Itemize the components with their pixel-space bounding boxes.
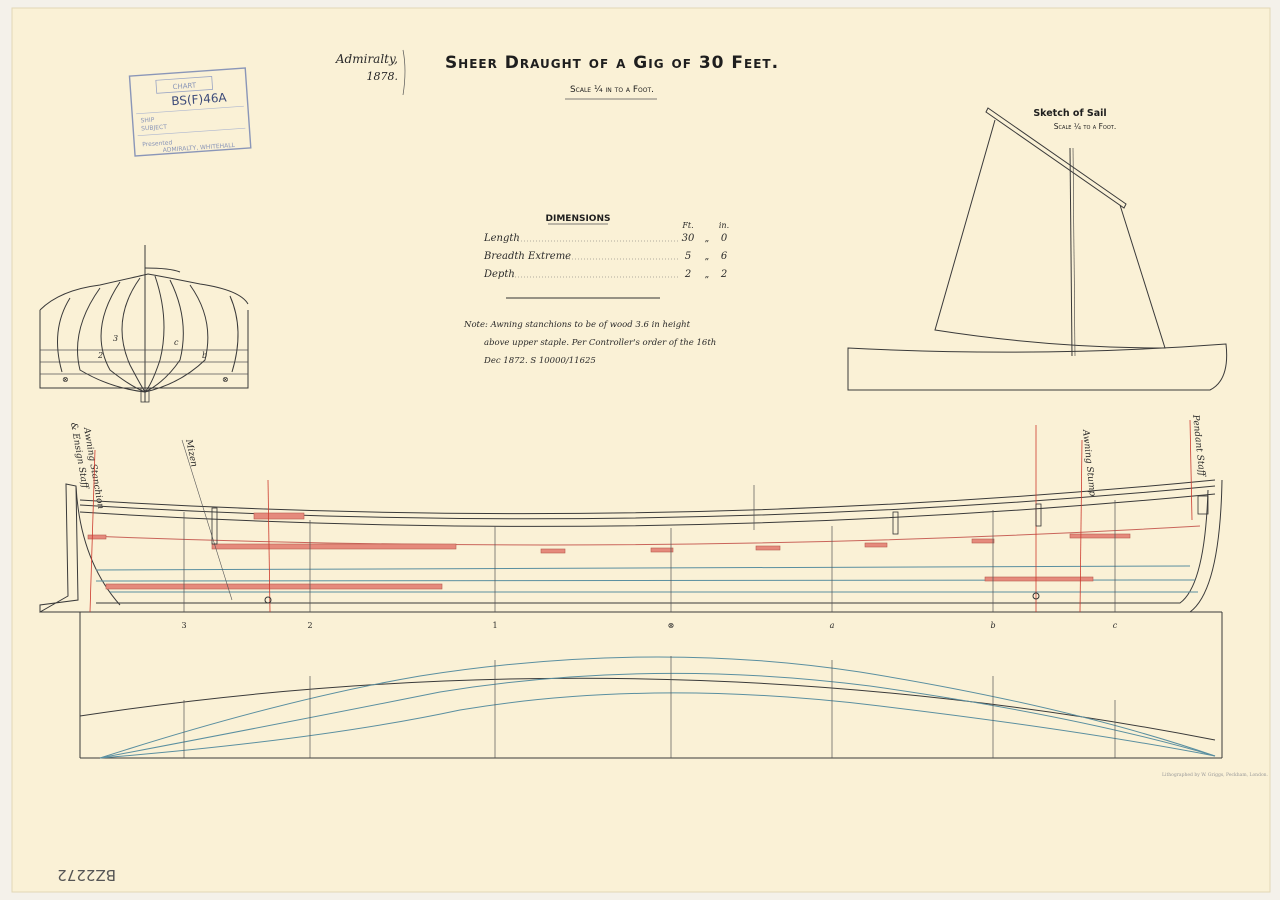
gunwale-curve xyxy=(39,273,249,311)
station-mid: ⊗ xyxy=(668,621,675,630)
scale-text: Scale ¼ in to a Foot. xyxy=(570,85,654,95)
bp-label-x2: ⊗ xyxy=(222,375,229,384)
dim-ft: 5 xyxy=(685,251,691,262)
dim-label: Breadth Extreme xyxy=(483,251,571,262)
dim-in: 0 xyxy=(721,233,728,244)
keel-line xyxy=(80,479,1223,613)
dim-row-breadth: Breadth Extreme 5 „ 6 xyxy=(483,251,728,262)
dim-in: 2 xyxy=(720,269,727,280)
header: Admiralty, 1878. Sheer Draught of a Gig … xyxy=(335,49,779,100)
col-ft: Ft. xyxy=(681,221,693,230)
paper xyxy=(11,7,1271,893)
half-breadth-wl1 xyxy=(99,656,1216,759)
sail-title: Sketch of Sail xyxy=(1033,108,1106,119)
dim-sep: „ xyxy=(705,234,710,244)
dim-ft: 2 xyxy=(684,269,691,280)
sail-scale: Scale ¼ to a Foot. xyxy=(1054,122,1116,131)
mast xyxy=(1069,147,1073,357)
bp-label-2: 2 xyxy=(97,351,103,360)
year-text: 1878. xyxy=(367,70,399,83)
awning-note: Note: Awning stanchions to be of wood 3.… xyxy=(463,320,716,366)
col-in: in. xyxy=(719,221,729,230)
dimensions-heading: DIMENSIONS xyxy=(546,214,611,224)
brace xyxy=(402,49,406,96)
stamp-line1: CHART xyxy=(172,81,197,91)
org-text: Admiralty, xyxy=(335,52,398,66)
station-c: c xyxy=(1113,621,1118,630)
stamp-box xyxy=(155,75,214,94)
station-2: 2 xyxy=(307,621,312,630)
page-title: Sheer Draught of a Gig of 30 Feet. xyxy=(445,53,779,73)
dim-label: Length xyxy=(483,233,520,244)
station-1: 1 xyxy=(492,621,497,630)
catalogue-number: BZ2272 xyxy=(57,866,116,884)
stamp-ref: BS(F)46A xyxy=(171,90,228,108)
bottom-board xyxy=(105,583,443,590)
note-line3: Dec 1872. S 10000/11625 xyxy=(483,356,596,366)
dim-row-depth: Depth 2 „ 2 xyxy=(483,269,727,280)
dim-in: 6 xyxy=(721,251,728,262)
bp-label-c: c xyxy=(174,338,179,347)
sail-cloth xyxy=(934,119,1166,349)
thwart-line xyxy=(87,525,1201,546)
half-breadth-gunwale xyxy=(79,677,1216,741)
half-breadth-wl3 xyxy=(99,692,1216,759)
yard xyxy=(985,107,1127,209)
sheer-line-top xyxy=(79,479,1216,515)
body-plan: 3 2 c b ⊗ ⊗ xyxy=(39,245,249,403)
dim-sep: „ xyxy=(705,270,710,280)
half-breadth-plan xyxy=(79,612,1223,759)
bp-label-b: b xyxy=(202,351,207,360)
note-line1: Note: Awning stanchions to be of wood 3.… xyxy=(463,320,691,330)
dim-label: Depth xyxy=(483,269,515,280)
sail-hull xyxy=(847,343,1228,391)
dim-row-length: Length 30 „ 0 xyxy=(483,233,728,244)
station-3: 3 xyxy=(181,621,186,630)
stamp-frame xyxy=(128,67,252,157)
dim-sep: „ xyxy=(705,252,710,262)
bp-label-3: 3 xyxy=(113,334,118,343)
bp-label-x1: ⊗ xyxy=(62,375,69,384)
half-breadth-wl2 xyxy=(99,672,1216,759)
stamp-line3: SHIP xyxy=(140,116,155,124)
station-b: b xyxy=(990,621,995,630)
waterline-1 xyxy=(95,565,1191,571)
dim-ft: 30 xyxy=(682,233,695,244)
note-line2: above upper staple. Per Controller's ord… xyxy=(484,338,716,348)
imprint: Lithographed by W. Griggs, Peckham, Lond… xyxy=(1162,772,1269,778)
stamp-line5: Presented xyxy=(142,139,173,148)
sail-sketch: Sketch of Sail Scale ¼ to a Foot. xyxy=(847,107,1228,391)
station-a: a xyxy=(830,621,835,630)
stamp-line4: SUBJECT xyxy=(141,124,167,133)
dimensions-table: DIMENSIONS Ft. in. Length 30 „ 0 Breadth… xyxy=(483,214,729,299)
